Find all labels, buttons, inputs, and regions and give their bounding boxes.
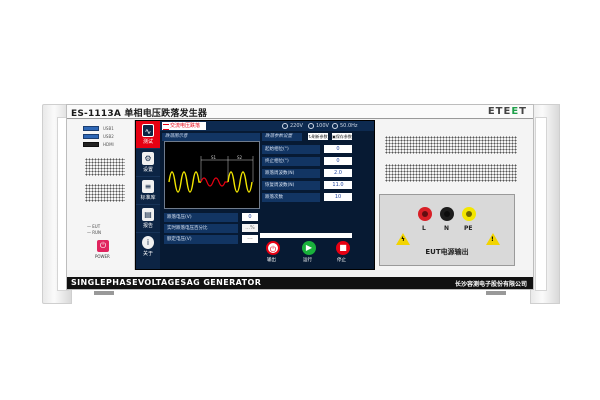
info-icon: i bbox=[142, 236, 154, 249]
vent-grille bbox=[385, 136, 517, 154]
hdmi-port-icon[interactable] bbox=[83, 142, 99, 147]
bottom-label-bar: SINGLEPHASEVOLTAGESAG GENERATOR 长沙容测电子股份… bbox=[67, 277, 533, 289]
param-label: 跌落周波数(N) bbox=[262, 169, 320, 178]
terminal-pe-label: PE bbox=[464, 225, 473, 232]
led-eut: — EUT bbox=[87, 224, 101, 229]
vent-grille bbox=[385, 164, 517, 182]
mode-badge: 交流电压跌落 bbox=[162, 122, 206, 130]
usb2-label: USB2 bbox=[103, 134, 114, 139]
company-name: 长沙容测电子股份有限公司 bbox=[454, 281, 527, 288]
param-label: 恢复周波数(N) bbox=[262, 181, 320, 190]
high-voltage-warning-icon: ϟ bbox=[396, 233, 410, 245]
waveform-icon: ∿ bbox=[142, 124, 154, 137]
report-icon: ▤ bbox=[142, 208, 154, 221]
sidebar-item-settings[interactable]: ⚙设置 bbox=[136, 149, 160, 177]
stop-label: 停止 bbox=[337, 258, 346, 263]
svg-text:S2: S2 bbox=[237, 155, 243, 160]
status-label: 实时跌落电压百分比 bbox=[164, 224, 238, 233]
voltage-icon bbox=[282, 122, 288, 129]
caution-warning-icon: ! bbox=[486, 233, 500, 245]
frequency-icon bbox=[332, 122, 338, 129]
model-title: ES-1113A 单相电压跌落发生器 bbox=[71, 109, 208, 119]
terminal-pe-jack[interactable] bbox=[462, 207, 476, 221]
product-name: SINGLEPHASEVOLTAGESAG GENERATOR bbox=[71, 278, 262, 287]
status-value: 0 bbox=[242, 213, 258, 221]
param-label: 起始相位(°) bbox=[262, 145, 320, 154]
param-recovery-cycles-input[interactable]: 11.0 bbox=[324, 181, 352, 189]
param-label: 跌落次数 bbox=[262, 193, 320, 202]
left-io-panel: USB1 USB2 HDMI — EUT — RUN ⏻ POWER bbox=[67, 120, 135, 270]
voltage-icon bbox=[308, 122, 314, 129]
right-panel: L N PE ϟ ! EUT电源输出 bbox=[375, 120, 533, 270]
vent-grille bbox=[85, 184, 125, 202]
document-icon: ≡ bbox=[142, 180, 154, 193]
input-voltage: 220V bbox=[282, 122, 303, 130]
play-icon: ▶ bbox=[305, 243, 313, 252]
power-icon: ⏻ bbox=[269, 245, 277, 254]
stop-icon: ■ bbox=[339, 243, 347, 252]
sidebar-item-report[interactable]: ▤报告 bbox=[136, 205, 160, 233]
param-sag-count-input[interactable]: 10 bbox=[324, 193, 352, 201]
frequency: 50.0Hz bbox=[332, 122, 358, 130]
progress-bar bbox=[260, 233, 352, 238]
hdmi-label: HDMI bbox=[103, 142, 114, 147]
right-rack-handle bbox=[530, 104, 560, 304]
usb1-label: USB1 bbox=[103, 126, 114, 131]
terminal-n-jack[interactable] bbox=[440, 207, 454, 221]
save-params-button[interactable]: ▣保存参数 bbox=[332, 133, 352, 140]
sidebar-item-standards[interactable]: ≡标准库 bbox=[136, 177, 160, 205]
eut-output-title: EUT电源输出 bbox=[425, 248, 469, 256]
top-label-bar: ES-1113A 单相电压跌落发生器 ETEET bbox=[67, 105, 533, 119]
status-label: 跌落电压(V) bbox=[164, 213, 238, 222]
settings-document-icon: ⚙ bbox=[142, 152, 154, 165]
param-label: 终止相位(°) bbox=[262, 157, 320, 166]
waveform-diagram: S1 S2 bbox=[164, 141, 260, 209]
eut-output-panel: L N PE ϟ ! EUT电源输出 bbox=[379, 194, 515, 266]
stop-button[interactable]: ■ bbox=[336, 241, 350, 255]
output-voltage: 100V bbox=[308, 122, 329, 130]
brand-logo: ETEET bbox=[487, 106, 527, 117]
foot bbox=[94, 291, 114, 295]
foot bbox=[486, 291, 506, 295]
output-label: 输出 bbox=[267, 258, 276, 263]
sidebar-item-test[interactable]: ∿测试 bbox=[136, 121, 160, 149]
terminal-n-label: N bbox=[444, 225, 450, 232]
refresh-params-button[interactable]: ↻刷新参数 bbox=[308, 133, 328, 140]
run-label: 运行 bbox=[303, 258, 312, 263]
chassis: ES-1113A 单相电压跌落发生器 ETEET USB1 USB2 HDMI … bbox=[66, 104, 534, 290]
status-label: 额定电压(V) bbox=[164, 235, 238, 244]
status-value: --- bbox=[242, 235, 258, 243]
output-button[interactable]: ⏻ bbox=[266, 241, 280, 255]
usb-port-icon[interactable] bbox=[83, 126, 99, 131]
power-label: POWER bbox=[95, 254, 110, 259]
power-icon: ⏻ bbox=[99, 241, 107, 250]
svg-text:S1: S1 bbox=[211, 155, 217, 160]
status-value: ...% bbox=[242, 224, 258, 232]
usb-port-icon[interactable] bbox=[83, 134, 99, 139]
vent-grille bbox=[85, 158, 125, 176]
screen-header: 交流电压跌落 220V 100V 50.0Hz bbox=[160, 121, 374, 131]
params-panel-title: 跌落参数设置 bbox=[262, 133, 302, 141]
param-sag-cycles-input[interactable]: 2.0 bbox=[324, 169, 352, 177]
run-button[interactable]: ▶ bbox=[302, 241, 316, 255]
param-start-phase-input[interactable]: 0 bbox=[324, 145, 352, 153]
power-button[interactable]: ⏻ bbox=[97, 240, 109, 252]
led-run: — RUN bbox=[87, 230, 101, 235]
waveform-panel-title: 跌落图示意 bbox=[162, 133, 260, 141]
terminal-l-label: L bbox=[422, 225, 426, 232]
terminal-l-jack[interactable] bbox=[418, 207, 432, 221]
param-end-phase-input[interactable]: 0 bbox=[324, 157, 352, 165]
